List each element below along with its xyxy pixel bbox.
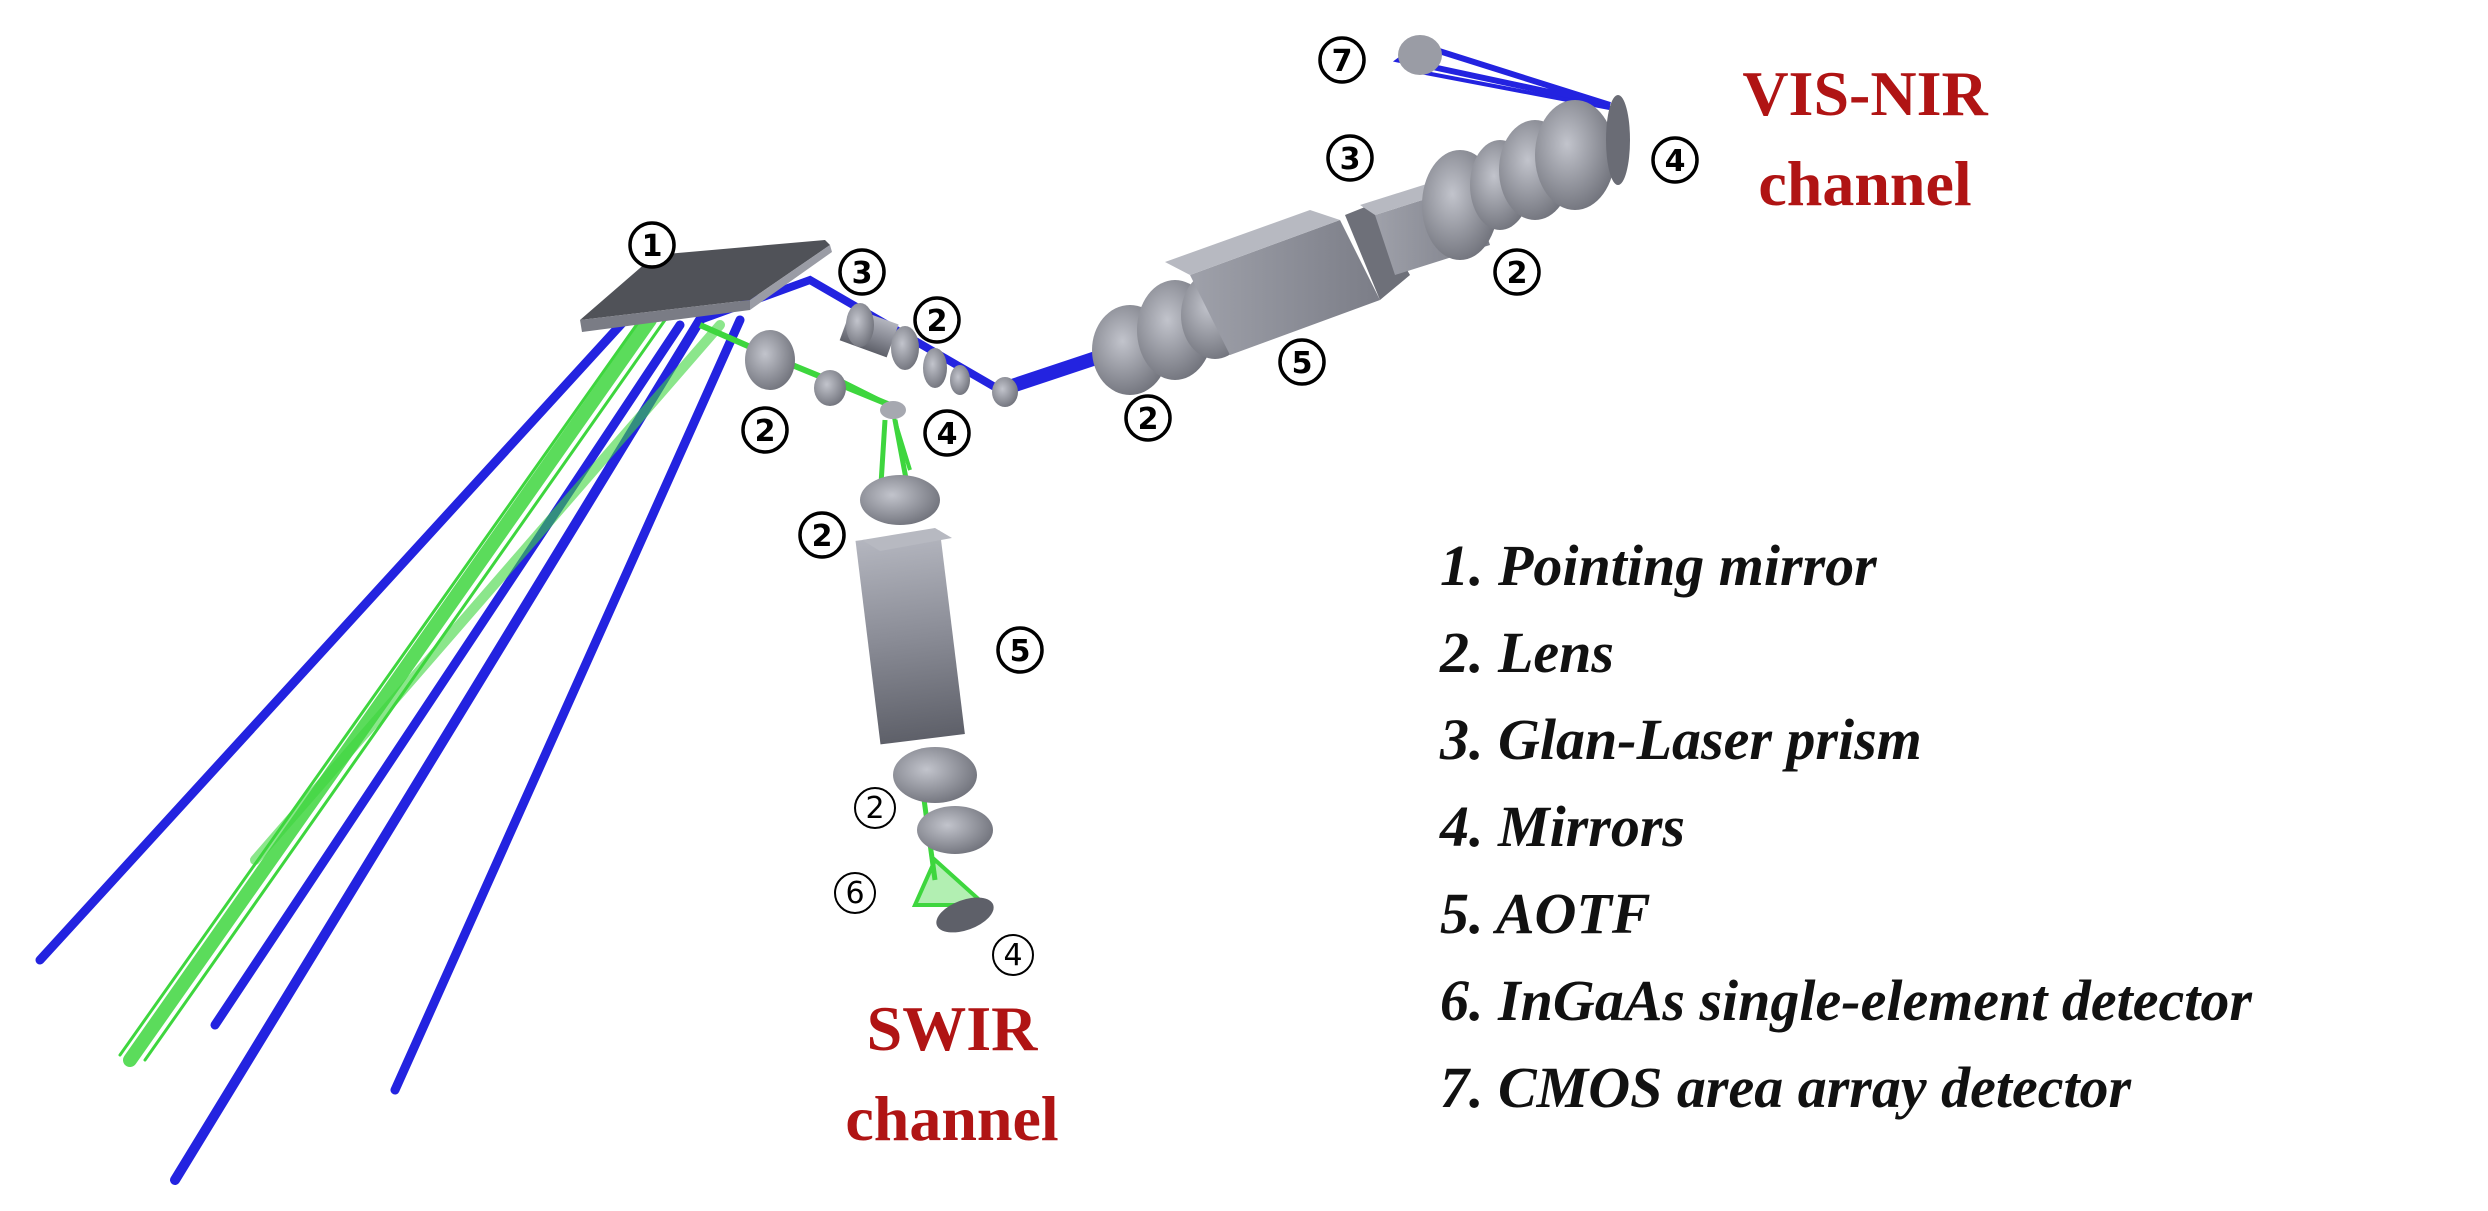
marker-lens-vis-lower: 2 [1124,394,1172,442]
svg-text:6: 6 [845,876,864,911]
svg-text:VIS-NIR: VIS-NIR [1742,58,1988,129]
marker-aotf-swir: 5 [996,626,1044,674]
svg-text:2: 2 [927,304,948,339]
marker-aotf-vis: 5 [1278,338,1326,386]
marker-lens-front-left: 2 [741,406,789,454]
svg-text:5: 5 [1292,346,1313,381]
svg-text:4: 4 [937,417,958,452]
marker-mirror-swir: 4 [992,934,1034,976]
marker-mirror-vis: 4 [1651,136,1699,184]
front-lenses [745,303,1018,419]
legend-item: 1. Pointing mirror [1440,533,1877,598]
svg-text:2: 2 [865,791,884,826]
legend-item: 4. Mirrors [1439,794,1685,859]
vis-nir-optics [1092,35,1630,395]
marker-pointing-mirror: 1 [628,221,676,269]
marker-fold-mirror-swir: 4 [923,409,971,457]
legend-item: 3. Glan-Laser prism [1439,707,1922,772]
marker-lens-swir-upper: 2 [798,511,846,559]
svg-text:SWIR: SWIR [867,993,1039,1064]
svg-text:1: 1 [642,229,663,264]
incoming-green-rays [118,313,725,1067]
svg-text:4: 4 [1665,144,1686,179]
svg-text:2: 2 [1507,256,1528,291]
legend-item: 7. CMOS area array detector [1440,1055,2132,1120]
legend-item: 6. InGaAs single-element detector [1440,968,2252,1033]
marker-cmos-detector: 7 [1318,36,1366,84]
svg-text:3: 3 [1340,142,1361,177]
svg-text:2: 2 [755,414,776,449]
svg-text:2: 2 [1138,402,1159,437]
swir-optics [855,475,994,933]
legend-item: 2. Lens [1439,620,1614,685]
marker-lens-swir-lower: 2 [854,787,896,829]
marker-prism-front: 3 [838,248,886,296]
svg-text:5: 5 [1010,634,1031,669]
svg-text:channel: channel [1758,148,1971,219]
svg-text:7: 7 [1332,44,1353,79]
marker-lens-vis-upper: 2 [1493,248,1541,296]
vis-nir-channel-label: VIS-NIR channel [1742,58,1988,219]
marker-prism-vis: 3 [1326,134,1374,182]
component-legend: 1. Pointing mirror 2. Lens 3. Glan-Laser… [1439,533,2252,1120]
pointing-mirror-component [580,240,832,332]
swir-channel-label: SWIR channel [845,993,1058,1154]
marker-lens-front-right: 2 [913,296,961,344]
incoming-blue-rays [35,315,745,1185]
marker-ingaas-detector: 6 [834,872,876,914]
svg-text:3: 3 [852,256,873,291]
svg-text:2: 2 [812,519,833,554]
svg-text:channel: channel [845,1083,1058,1154]
svg-text:4: 4 [1003,938,1022,973]
legend-item: 5. AOTF [1440,881,1651,946]
